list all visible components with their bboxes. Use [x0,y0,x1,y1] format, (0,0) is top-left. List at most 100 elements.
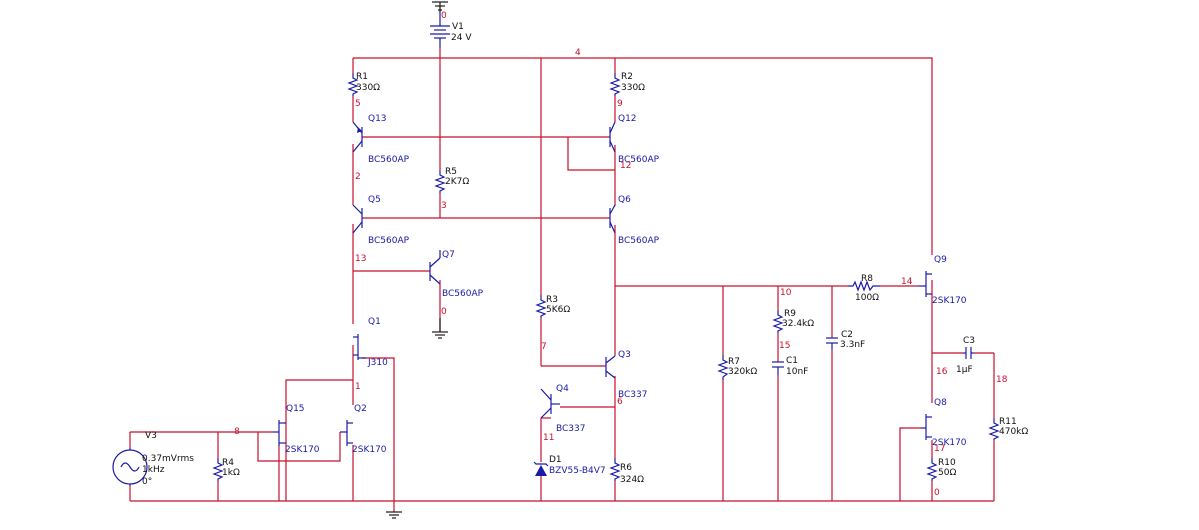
transistor-q13-icon [352,121,363,153]
q1-name: Q1 [368,317,381,327]
c3-name: C3 [963,336,975,346]
r10-value: 50Ω [938,468,956,478]
q5-name: Q5 [368,195,381,205]
transistor-q5-icon [352,204,363,234]
ground-supply-icon [432,1,448,12]
node-0-supply: 0 [441,11,447,21]
q15-part: 2SK170 [285,445,320,455]
resistor-r3-icon [535,295,547,318]
jfet-q8-icon [921,414,932,440]
r6-value: 324Ω [620,475,644,485]
c3-value: 1µF [956,365,973,375]
node-14: 14 [901,277,913,287]
resistor-r4-icon [212,458,224,481]
node-0-bottom: 0 [934,488,940,498]
v1-label: V1 [452,22,464,32]
r5-name: R5 [445,167,457,177]
node-3: 3 [441,201,447,211]
node-1: 1 [355,382,361,392]
r5-value: 2K7Ω [445,177,469,187]
resistor-r11-icon [988,418,1000,440]
c2-value: 3.3nF [840,340,865,350]
d1-name: D1 [549,455,562,465]
resistor-r6-icon [609,458,621,481]
node-13: 13 [355,254,366,264]
r3-name: R3 [546,295,558,305]
q2-name: Q2 [354,404,367,414]
transistor-q12-icon [609,121,616,153]
jfet-q2-icon [340,420,353,446]
r4-name: R4 [222,458,234,468]
node-4: 4 [575,48,581,58]
q15-name: Q15 [286,404,305,414]
d1-part: BZV55-B4V7 [549,466,606,476]
transistor-q7-icon [429,250,441,285]
q12-part: BC560AP [618,155,660,165]
q8-part: 2SK170 [932,438,967,448]
resistor-r2-icon [609,73,621,96]
capacitor-c1-icon [772,361,784,375]
resistor-r1-icon [347,73,359,96]
q13-part: BC560AP [368,155,410,165]
r9-value: 32.4kΩ [782,319,814,329]
r11-name: R11 [999,417,1017,427]
q9-name: Q9 [934,255,947,265]
ground-q7-icon [432,318,448,339]
node-8: 8 [234,427,240,437]
node-15: 15 [779,341,790,351]
q6-part: BC560AP [618,236,660,246]
ac-source-v3-icon [112,448,148,486]
q6-name: Q6 [618,195,631,205]
r10-name: R10 [938,458,956,468]
r8-name: R8 [861,274,873,284]
node-6: 6 [617,397,623,407]
v3-name: V3 [145,431,157,441]
node-0-q7: 0 [441,307,447,317]
v3-frequency: 1kHz [142,465,165,475]
r8-value: 100Ω [855,293,879,303]
q3-part: BC337 [618,390,647,400]
c1-name: C1 [786,356,798,366]
zener-d1-icon [533,461,549,476]
r7-value: 320kΩ [728,367,757,377]
capacitor-c2-icon [826,337,838,350]
node-9: 9 [617,99,623,109]
node-7: 7 [541,342,547,352]
r2-value: 330Ω [621,83,645,93]
r7-name: R7 [728,357,740,367]
q12-name: Q12 [618,114,637,124]
q1-part: J310 [367,358,388,368]
q9-part: 2SK170 [932,296,967,306]
resistor-r5-icon [434,170,446,193]
r1-name: R1 [356,72,368,82]
jfet-q9-icon [918,271,932,297]
q8-name: Q8 [934,398,947,408]
v3-amplitude: 0.37mVrms [142,454,194,464]
r2-name: R2 [621,72,633,82]
node-17: 17 [934,444,945,454]
c2-name: C2 [841,330,853,340]
q7-name: Q7 [442,250,455,260]
q3-name: Q3 [618,350,631,360]
transistor-q3-icon [605,355,616,379]
jfet-q1-icon [353,334,366,360]
q4-part: BC337 [556,424,585,434]
q13-name: Q13 [368,114,387,124]
wires [129,48,995,512]
resistor-r7-icon [717,355,729,380]
v1-value: 24 V [451,33,472,43]
capacitor-c3-icon [963,347,974,359]
node-10: 10 [780,288,792,298]
r9-name: R9 [784,309,796,319]
r4-value: 1kΩ [222,468,240,478]
ground-bottom-icon [386,511,402,519]
battery-v1-icon [430,12,450,48]
transistor-q4-icon [540,388,560,419]
q4-name: Q4 [556,384,569,394]
node-18: 18 [996,375,1008,385]
c1-value: 10nF [786,367,808,377]
transistor-q6-icon [609,204,616,234]
node-11: 11 [543,433,554,443]
r3-value: 5K6Ω [546,305,570,315]
